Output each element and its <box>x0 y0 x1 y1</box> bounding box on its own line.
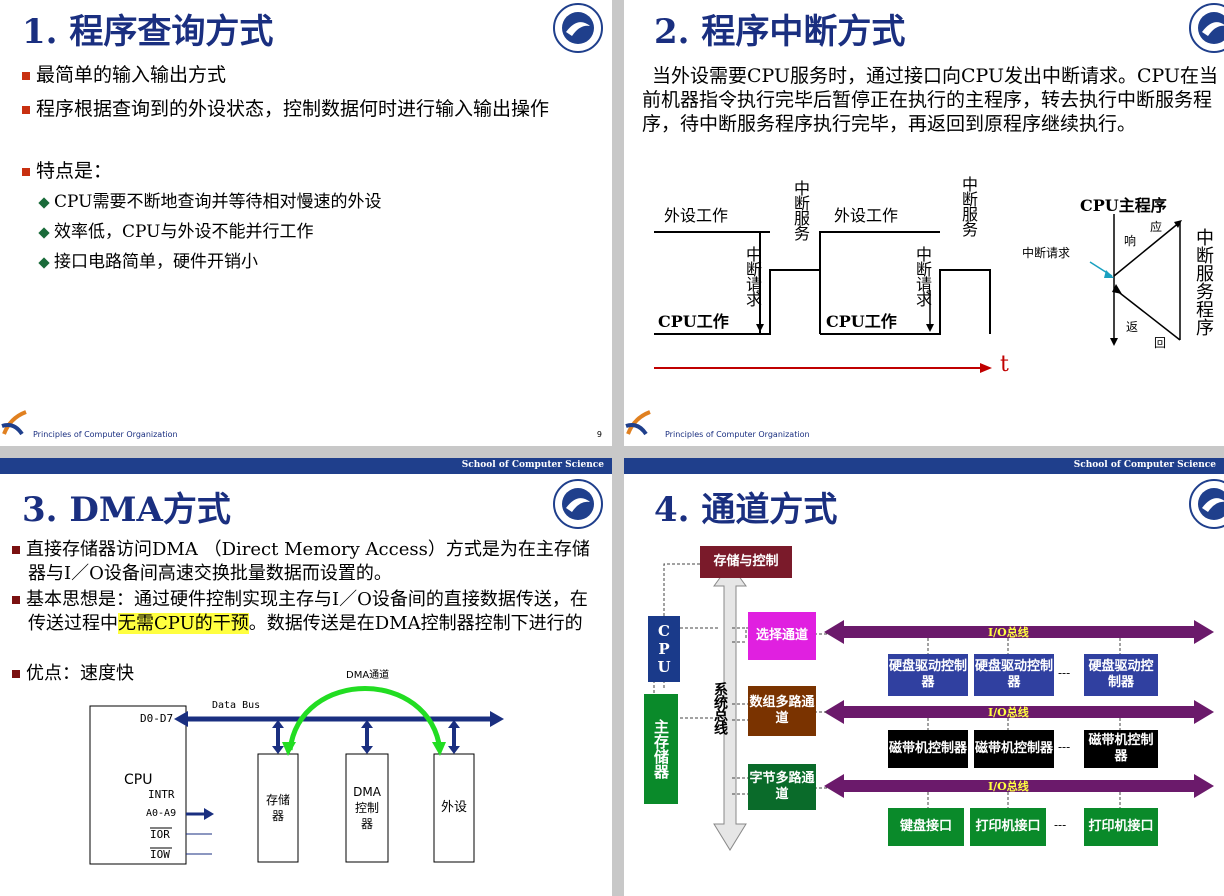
io-bus-label: I/O总线 <box>988 626 1029 639</box>
slide-title: 1. 程序查询方式 <box>22 12 274 52</box>
interrupt-request-label: 中断请求 <box>743 246 762 306</box>
storage-control-box: 存储与控制 <box>700 546 792 578</box>
footer-logo-icon <box>1 410 27 436</box>
system-bus-label: 系统总线 <box>712 682 728 734</box>
bullet-item: 特点是： <box>22 158 582 184</box>
array-multiplexer-channel-box: 数组多路通道 <box>748 686 816 736</box>
interrupt-service-program-label: 中断服务程序 <box>1193 228 1214 336</box>
printer-interface-box: 打印机接口 <box>970 808 1046 846</box>
bullet-item: 优点：速度快 <box>12 662 134 686</box>
tape-controller-box: 磁带机控制器 <box>1084 730 1158 768</box>
sub-bullet-item: CPU需要不断地查询并等待相对慢速的外设 <box>38 190 381 214</box>
cpu-main-program-label: CPU主程序 <box>1080 196 1167 215</box>
time-axis-label: t <box>1000 352 1009 377</box>
return-label: 回 <box>1154 336 1167 350</box>
interrupt-service-label: 中断服务 <box>959 176 978 236</box>
dma-controller-box: DMA控制器 <box>353 785 381 831</box>
memory-box: 存储器 <box>265 793 290 823</box>
cpu-work-label: CPU工作 <box>658 312 729 331</box>
header-bar: School of Computer Science <box>0 458 612 474</box>
ellipsis: --- <box>1058 740 1071 754</box>
byte-multiplexer-channel-box: 字节多路通道 <box>748 764 816 810</box>
ellipsis: --- <box>1058 666 1071 680</box>
dma-diagram <box>89 686 504 865</box>
main-memory-box: 主存储器 <box>644 694 678 804</box>
page-number: 9 <box>596 430 602 439</box>
intr-label: INTR <box>148 788 175 801</box>
ellipsis: --- <box>1054 818 1067 832</box>
disk-controller-box: 硬盘驱动控制器 <box>888 654 968 696</box>
header-bar: School of Computer Science <box>624 458 1224 474</box>
bullet-item: 直接存储器访问DMA （Direct Memory Access）方式是为在主存… <box>12 538 592 586</box>
device-box: 外设 <box>440 800 467 815</box>
device-work-label: 外设工作 <box>834 206 899 225</box>
slide-channel[interactable]: School of Computer Science 4. 通道方式 <box>624 458 1224 896</box>
disk-controller-box: 硬盘驱动控制器 <box>974 654 1054 696</box>
response-label: 应 <box>1150 220 1163 234</box>
university-logo-icon <box>553 3 603 53</box>
cpu-box: CPU <box>648 616 680 682</box>
slide-title: 2. 程序中断方式 <box>654 12 906 52</box>
tape-controller-box: 磁带机控制器 <box>888 730 968 768</box>
slide-program-query[interactable]: 1. 程序查询方式 最简单的输入输出方式 程序根据查询到的外设状态，控制数据何时… <box>0 0 612 446</box>
interrupt-request-text: 中断请求 <box>1022 246 1071 260</box>
device-work-label: 外设工作 <box>664 206 729 225</box>
tape-controller-box: 磁带机控制器 <box>974 730 1054 768</box>
io-bus-label: I/O总线 <box>988 780 1029 793</box>
footer-course: Principles of Computer Organization <box>33 430 178 439</box>
highlight-text: 无需CPU的干预 <box>118 613 249 634</box>
interrupt-timing-diagram <box>654 214 1182 373</box>
cpu-work-label: CPU工作 <box>826 312 897 331</box>
sub-bullet-item: 效率低，CPU与外设不能并行工作 <box>38 220 313 244</box>
keyboard-interface-box: 键盘接口 <box>888 808 964 846</box>
interrupt-service-label: 中断服务 <box>791 180 810 240</box>
channel-diagram <box>653 563 1214 851</box>
disk-controller-box: 硬盘驱动控制器 <box>1084 654 1158 696</box>
io-bus-label: I/O总线 <box>988 706 1029 719</box>
cpu-label: CPU <box>124 772 153 788</box>
ior-label: IOR <box>150 828 170 841</box>
iow-label: IOW <box>150 848 170 861</box>
data-bus-label: Data Bus <box>212 700 261 711</box>
return-label: 返 <box>1126 320 1139 334</box>
slide-interrupt[interactable]: 2. 程序中断方式 当外设需要CPU服务时，通过接口向CPU发出中断请求。CPU… <box>624 0 1224 446</box>
school-name: School of Computer Science <box>1073 460 1216 470</box>
intro-paragraph: 当外设需要CPU服务时，通过接口向CPU发出中断请求。CPU在当前机器指令执行完… <box>642 65 1219 135</box>
d0-d7-label: D0-D7 <box>140 712 174 725</box>
sub-bullet-item: 接口电路简单，硬件开销小 <box>38 250 258 274</box>
bullet-item: 程序根据查询到的外设状态，控制数据何时进行输入输出操作 <box>22 96 582 122</box>
response-label: 响 <box>1124 234 1137 248</box>
bullet-item: 基本思想是：通过硬件控制实现主存与I／O设备间的直接数据传送，在传送过程中无需C… <box>12 588 592 636</box>
a0-a9-label: A0-A9 <box>146 808 177 819</box>
slide-title: 4. 通道方式 <box>654 490 838 530</box>
interrupt-request-label: 中断请求 <box>913 246 932 306</box>
footer-course: Principles of Computer Organization <box>665 430 810 439</box>
slide-dma[interactable]: School of Computer Science 3. DMA方式 直接存储… <box>0 458 612 896</box>
university-logo-icon <box>553 479 603 529</box>
printer-interface-box: 打印机接口 <box>1084 808 1158 846</box>
bullet-item: 最简单的输入输出方式 <box>22 62 582 88</box>
footer-logo-icon <box>625 410 651 436</box>
university-logo-icon <box>1189 3 1224 53</box>
school-name: School of Computer Science <box>461 460 604 470</box>
slide-title: 3. DMA方式 <box>22 490 231 530</box>
university-logo-icon <box>1189 479 1224 529</box>
selector-channel-box: 选择通道 <box>748 612 816 660</box>
dma-channel-label: DMA通道 <box>346 670 390 681</box>
